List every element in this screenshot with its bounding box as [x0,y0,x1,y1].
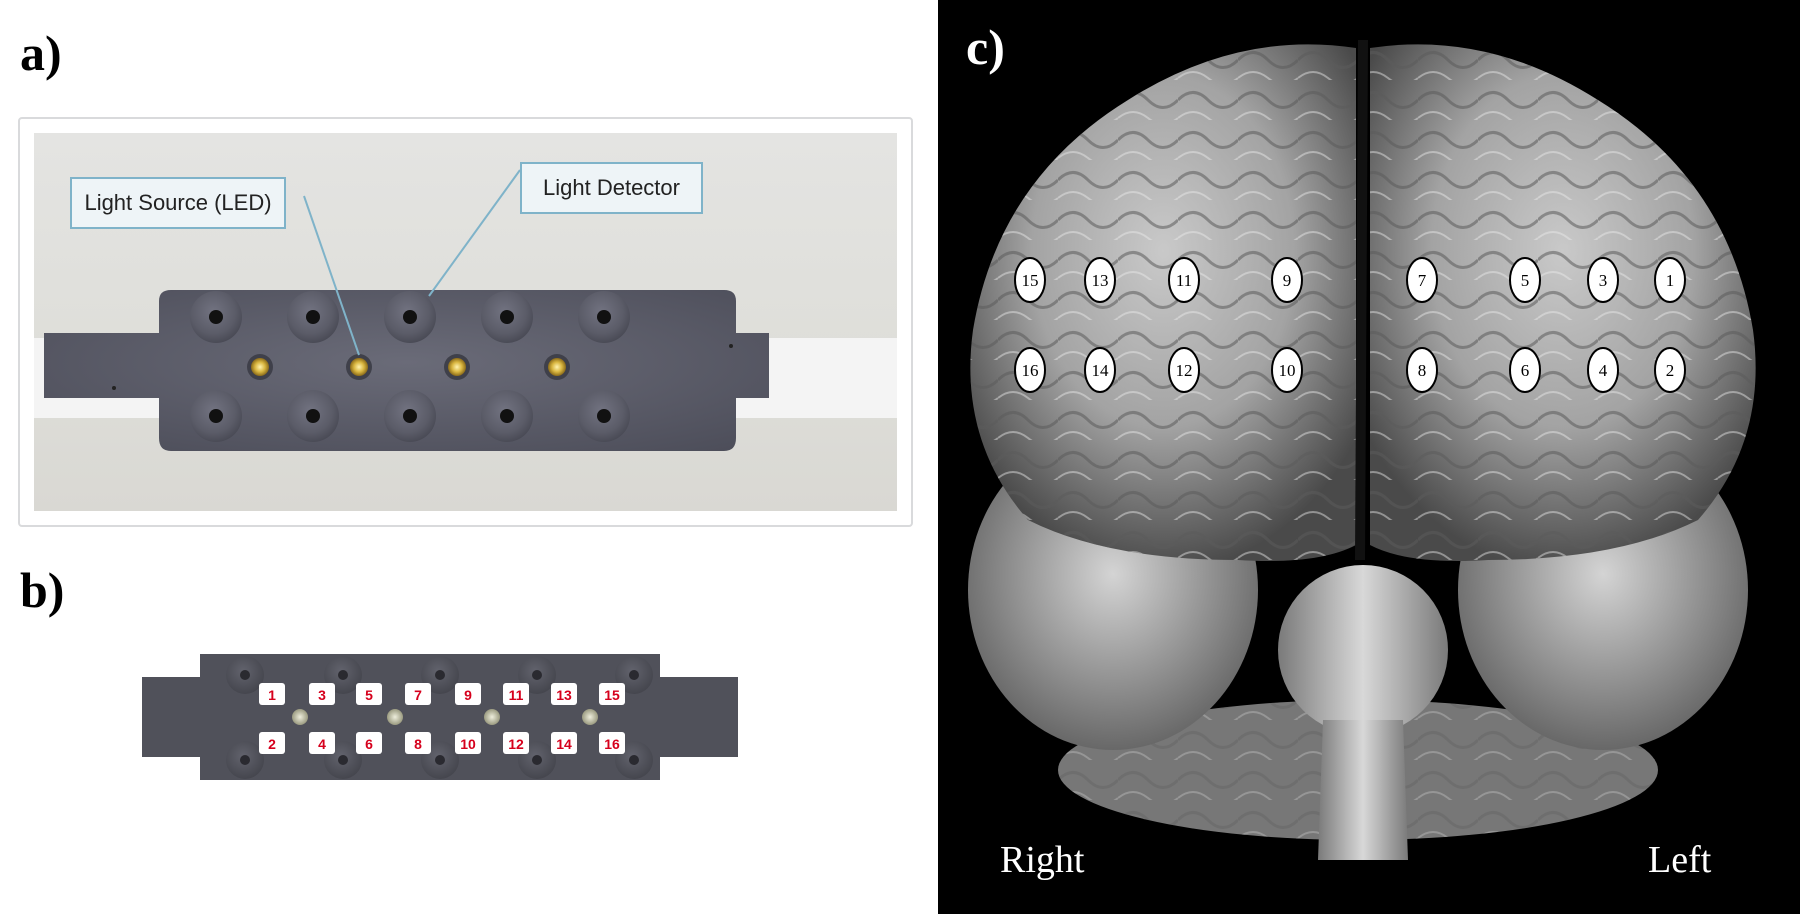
panel-a-photo-frame: Light Source (LED) Light Detector [18,117,913,527]
brain-top-marker-13 [1084,257,1116,303]
channel-badge-bg [503,683,529,705]
channel-badge-bg [599,732,625,754]
brain-top-marker-label-13: 13 [1092,271,1109,290]
schematic-bottom-channel-12: 12 [508,736,524,752]
channel-badge-bg [455,732,481,754]
channel-badge-bg [356,732,382,754]
led-leader-line [303,195,360,356]
brain-top-marker-label-3: 3 [1599,271,1608,290]
schematic-top-channel-3: 3 [318,687,326,703]
panel-c-brain-image: 15 13 11 9 7 5 3 1 16 14 12 10 8 6 4 2 c) Right Left [938,0,1800,914]
brain-top-marker-label-1: 1 [1666,271,1675,290]
brain-bottom-marker-label-8: 8 [1418,361,1427,380]
schematic-detectors [226,656,653,779]
channel-badge-bg [259,683,285,705]
brain-top-marker-1 [1654,257,1686,303]
brain-top-marker-label-11: 11 [1176,271,1192,290]
schematic-bottom-channel-4: 4 [318,736,326,752]
schematic-top-channel-11: 11 [509,687,524,703]
schematic-bottom-channel-6: 6 [365,736,373,752]
brain-top-marker-label-15: 15 [1022,271,1039,290]
brain-top-marker-5 [1509,257,1541,303]
brain-top-marker-9 [1271,257,1303,303]
brain-bottom-marker-2 [1654,347,1686,393]
brain-bottom-marker-label-14: 14 [1092,361,1110,380]
channel-badge-bg [356,683,382,705]
schematic-bottom-channel-16: 16 [604,736,620,752]
panel-a-label: a) [20,25,62,81]
schematic-leds [292,709,598,725]
led-sources [247,354,570,380]
schematic-top-channel-13: 13 [556,687,572,703]
brain-bottom-marker-label-12: 12 [1176,361,1193,380]
brain-top-marker-3 [1587,257,1619,303]
brain-top-marker-label-9: 9 [1283,271,1292,290]
channel-badge-bg [405,732,431,754]
brain-bottom-marker-label-2: 2 [1666,361,1675,380]
panel-b-label: b) [20,562,65,618]
brain-top-marker-11 [1168,257,1200,303]
optode-pad-photo [34,169,897,451]
channel-badge-bg [551,732,577,754]
light-source-callout: Light Source (LED) [70,177,286,229]
brain-top-marker-15 [1014,257,1046,303]
brain-bottom-marker-6 [1509,347,1541,393]
schematic-bottom-channel-2: 2 [268,736,276,752]
longitudinal-fissure [1355,39,1368,561]
panel-c-label: c) [966,19,1005,75]
brain-bottom-marker-label-4: 4 [1599,361,1608,380]
schematic-top-channel-7: 7 [414,687,422,703]
brain-top-marker-7 [1406,257,1438,303]
schematic-bottom-channel-10: 10 [460,736,476,752]
schematic-pad [142,654,738,780]
brain-bottom-marker-label-6: 6 [1521,361,1530,380]
panel-a-photo: Light Source (LED) Light Detector [34,133,897,511]
channel-badges-bottom: 2 4 6 8 10 12 14 16 [259,732,625,754]
channel-badge-bg [599,683,625,705]
brain-top-marker-label-5: 5 [1521,271,1530,290]
detector-leader-line [428,169,521,297]
channel-badge-bg [309,683,335,705]
right-side-label: Right [1000,839,1085,881]
detector-row-bottom [190,390,630,442]
schematic-top-channel-1: 1 [268,687,276,703]
left-side-label: Left [1648,839,1712,881]
brain-bottom-marker-12 [1168,347,1200,393]
brain-bottom-marker-14 [1084,347,1116,393]
brain-bottom-marker-10 [1271,347,1303,393]
channel-badge-bg [405,683,431,705]
brain-bottom-marker-label-10: 10 [1279,361,1296,380]
channel-badge-bg [259,732,285,754]
schematic-bottom-channel-8: 8 [414,736,422,752]
channel-badge-bg [455,683,481,705]
schematic-bottom-channel-14: 14 [556,736,572,752]
brainstem [1318,720,1408,860]
brain-bottom-marker-16 [1014,347,1046,393]
brain-top-marker-label-7: 7 [1418,271,1427,290]
detector-row-top [190,291,630,343]
schematic-top-channel-5: 5 [365,687,373,703]
channel-badge-bg [309,732,335,754]
brain-bottom-marker-8 [1406,347,1438,393]
brain-bottom-marker-4 [1587,347,1619,393]
schematic-top-channel-15: 15 [604,687,620,703]
light-detector-callout: Light Detector [520,162,703,214]
pons [1278,565,1448,735]
channel-badge-bg [551,683,577,705]
brain-illustration: 15 13 11 9 7 5 3 1 16 14 12 10 8 6 4 2 [968,39,1756,860]
channel-badge-bg [503,732,529,754]
brain-bottom-marker-label-16: 16 [1022,361,1039,380]
schematic-top-channel-9: 9 [464,687,472,703]
brain-channel-markers: 15 13 11 9 7 5 3 1 16 14 12 10 8 6 4 2 [1014,257,1686,393]
